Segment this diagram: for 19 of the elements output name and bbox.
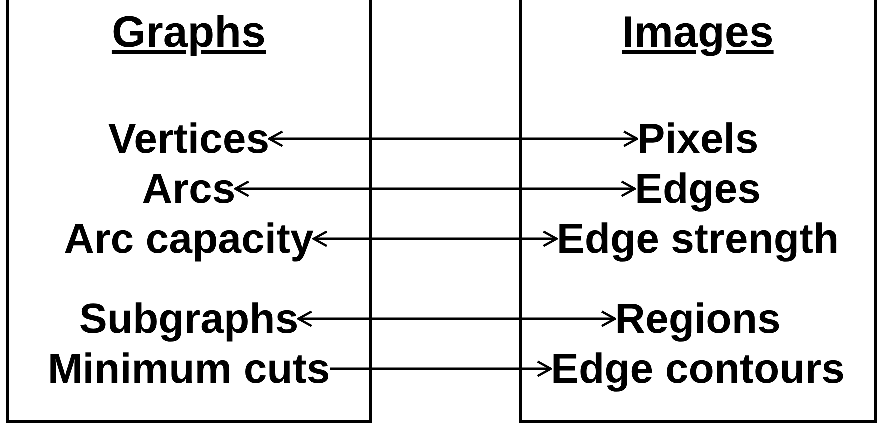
term-label: Edges bbox=[634, 165, 762, 213]
term-label: Subgraphs bbox=[79, 295, 299, 343]
column-panel bbox=[519, 0, 877, 423]
term-label: Edge contours bbox=[550, 345, 846, 393]
arrow bbox=[234, 180, 636, 198]
term-label: Vertices bbox=[108, 115, 270, 163]
arrow bbox=[312, 230, 558, 248]
arrow bbox=[298, 310, 616, 328]
arrow bbox=[330, 360, 552, 378]
term-label: Minimum cuts bbox=[48, 345, 330, 393]
term-label: Edge strength bbox=[556, 215, 840, 263]
arrow bbox=[268, 130, 638, 148]
term-label: Pixels bbox=[637, 115, 759, 163]
column-panel bbox=[6, 0, 372, 423]
term-label: Arcs bbox=[142, 165, 236, 213]
column-heading: Images bbox=[621, 8, 775, 58]
term-label: Regions bbox=[615, 295, 781, 343]
term-label: Arc capacity bbox=[64, 215, 314, 263]
column-heading: Graphs bbox=[110, 8, 268, 58]
